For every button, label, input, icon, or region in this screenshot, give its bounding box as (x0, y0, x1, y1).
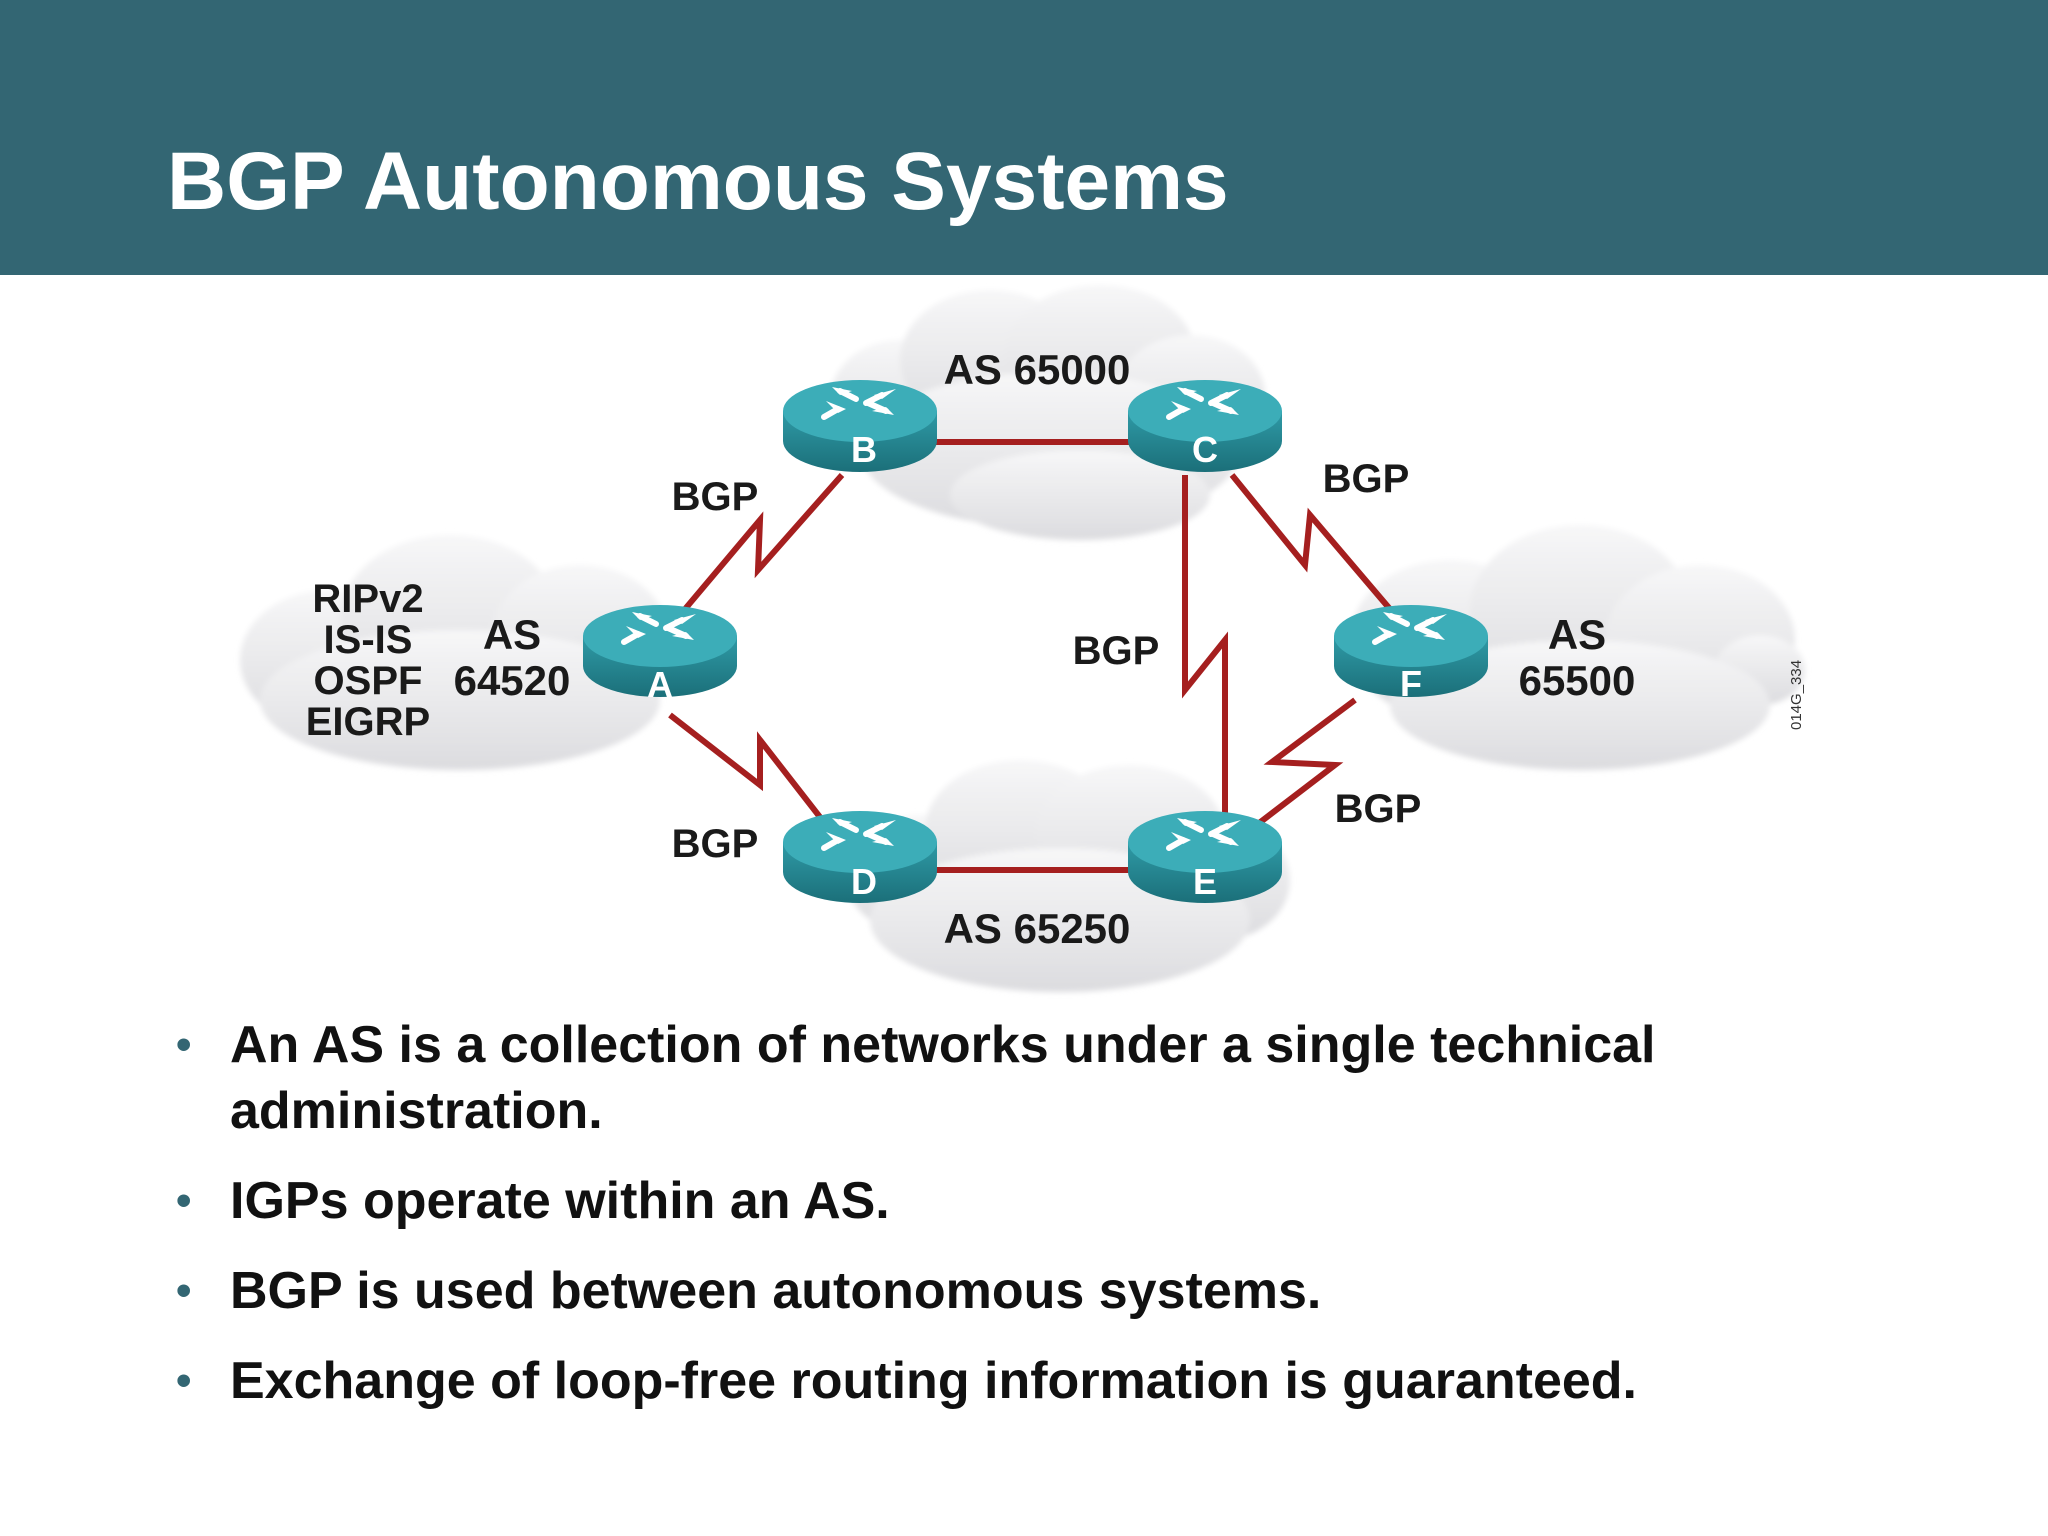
as-64520-label-line2: 64520 (454, 657, 571, 704)
bullet-marker: • (176, 1356, 192, 1405)
link-c-e (1182, 475, 1228, 830)
cloud-as64520 (240, 535, 670, 770)
bullet-text: IGPs operate within an AS. (230, 1172, 890, 1230)
router-c[interactable]: C (1128, 380, 1282, 472)
router-a[interactable]: A (583, 605, 737, 705)
link-c-f (1229, 473, 1398, 617)
link-a-d (668, 712, 833, 832)
router-a-label: A (647, 664, 673, 705)
as-64520-label-line1: AS (483, 611, 541, 658)
router-b-label: B (851, 429, 877, 470)
slide-title: BGP Autonomous Systems (167, 136, 1229, 227)
bgp-label-c-f: BGP (1323, 457, 1410, 501)
bgp-label-a-b: BGP (672, 475, 759, 519)
igp-protocol-item: EIGRP (306, 700, 430, 744)
as-65250-label: AS 65250 (944, 905, 1131, 952)
router-e[interactable]: E (1128, 811, 1282, 903)
figure-code: 014G_334 (1788, 660, 1805, 730)
bullet-marker: • (176, 1020, 192, 1069)
bullet-marker: • (176, 1266, 192, 1315)
router-f[interactable]: F (1334, 605, 1488, 704)
link-e-f (1248, 697, 1357, 833)
router-c-label: C (1192, 429, 1218, 470)
router-d-label: D (851, 861, 877, 902)
igp-protocol-item: RIPv2 (312, 577, 423, 621)
bullet-item: • Exchange of loop-free routing informat… (176, 1348, 1876, 1414)
bullet-item: • IGPs operate within an AS. (176, 1168, 1876, 1234)
igp-protocol-item: OSPF (314, 659, 423, 703)
bullet-marker: • (176, 1176, 192, 1225)
as-65500-label-line2: 65500 (1519, 657, 1636, 704)
router-d[interactable]: D (783, 811, 937, 903)
bgp-label-c-e: BGP (1073, 629, 1160, 673)
bullet-text: BGP is used between autonomous systems. (230, 1262, 1322, 1320)
as-65500-label-line1: AS (1548, 611, 1606, 658)
bullet-item: • An AS is a collection of networks unde… (176, 1012, 1876, 1144)
bullet-text: An AS is a collection of networks under … (230, 1016, 1656, 1140)
bullet-text: Exchange of loop-free routing informatio… (230, 1352, 1637, 1410)
router-b[interactable]: B (783, 380, 937, 472)
cloud-as65500 (1350, 525, 1805, 770)
as-65000-label: AS 65000 (944, 346, 1131, 393)
igp-protocol-item: IS-IS (324, 618, 413, 662)
bgp-label-e-f: BGP (1335, 787, 1422, 831)
bgp-label-a-d: BGP (672, 822, 759, 866)
bullet-list: • An AS is a collection of networks unde… (176, 1012, 1876, 1438)
router-f-label: F (1400, 663, 1422, 704)
bgp-network-diagram: B C A F D E (240, 285, 1805, 992)
title-bar: BGP Autonomous Systems (0, 0, 2048, 275)
bullet-item: • BGP is used between autonomous systems… (176, 1258, 1876, 1324)
router-e-label: E (1193, 861, 1217, 902)
link-a-b (677, 473, 845, 617)
